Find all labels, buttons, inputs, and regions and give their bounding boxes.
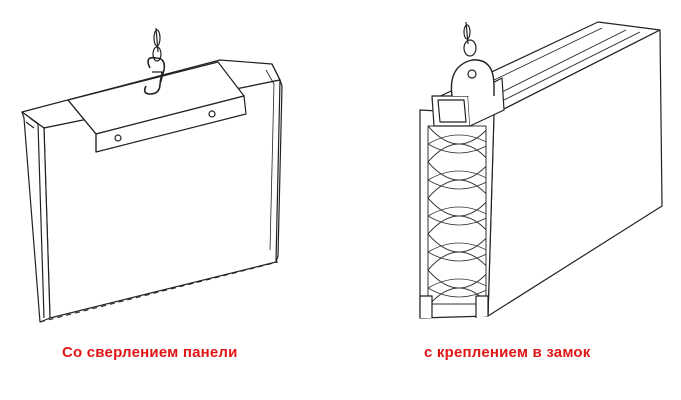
caption-drilled-panel: Со сверлением панели	[62, 344, 238, 361]
right-panel-figure	[419, 21, 663, 319]
left-bracket-bolt-1	[114, 134, 122, 142]
right-panel-insulation	[427, 125, 487, 305]
right-hook-chain-icon	[450, 21, 495, 97]
left-bracket-bolt-2	[208, 110, 216, 118]
left-panel-figure	[21, 27, 283, 323]
caption-lock-mount: с креплением в замок	[424, 344, 591, 361]
left-panel-bottom-dashes	[39, 261, 279, 323]
left-hook-chain-icon	[143, 27, 166, 95]
